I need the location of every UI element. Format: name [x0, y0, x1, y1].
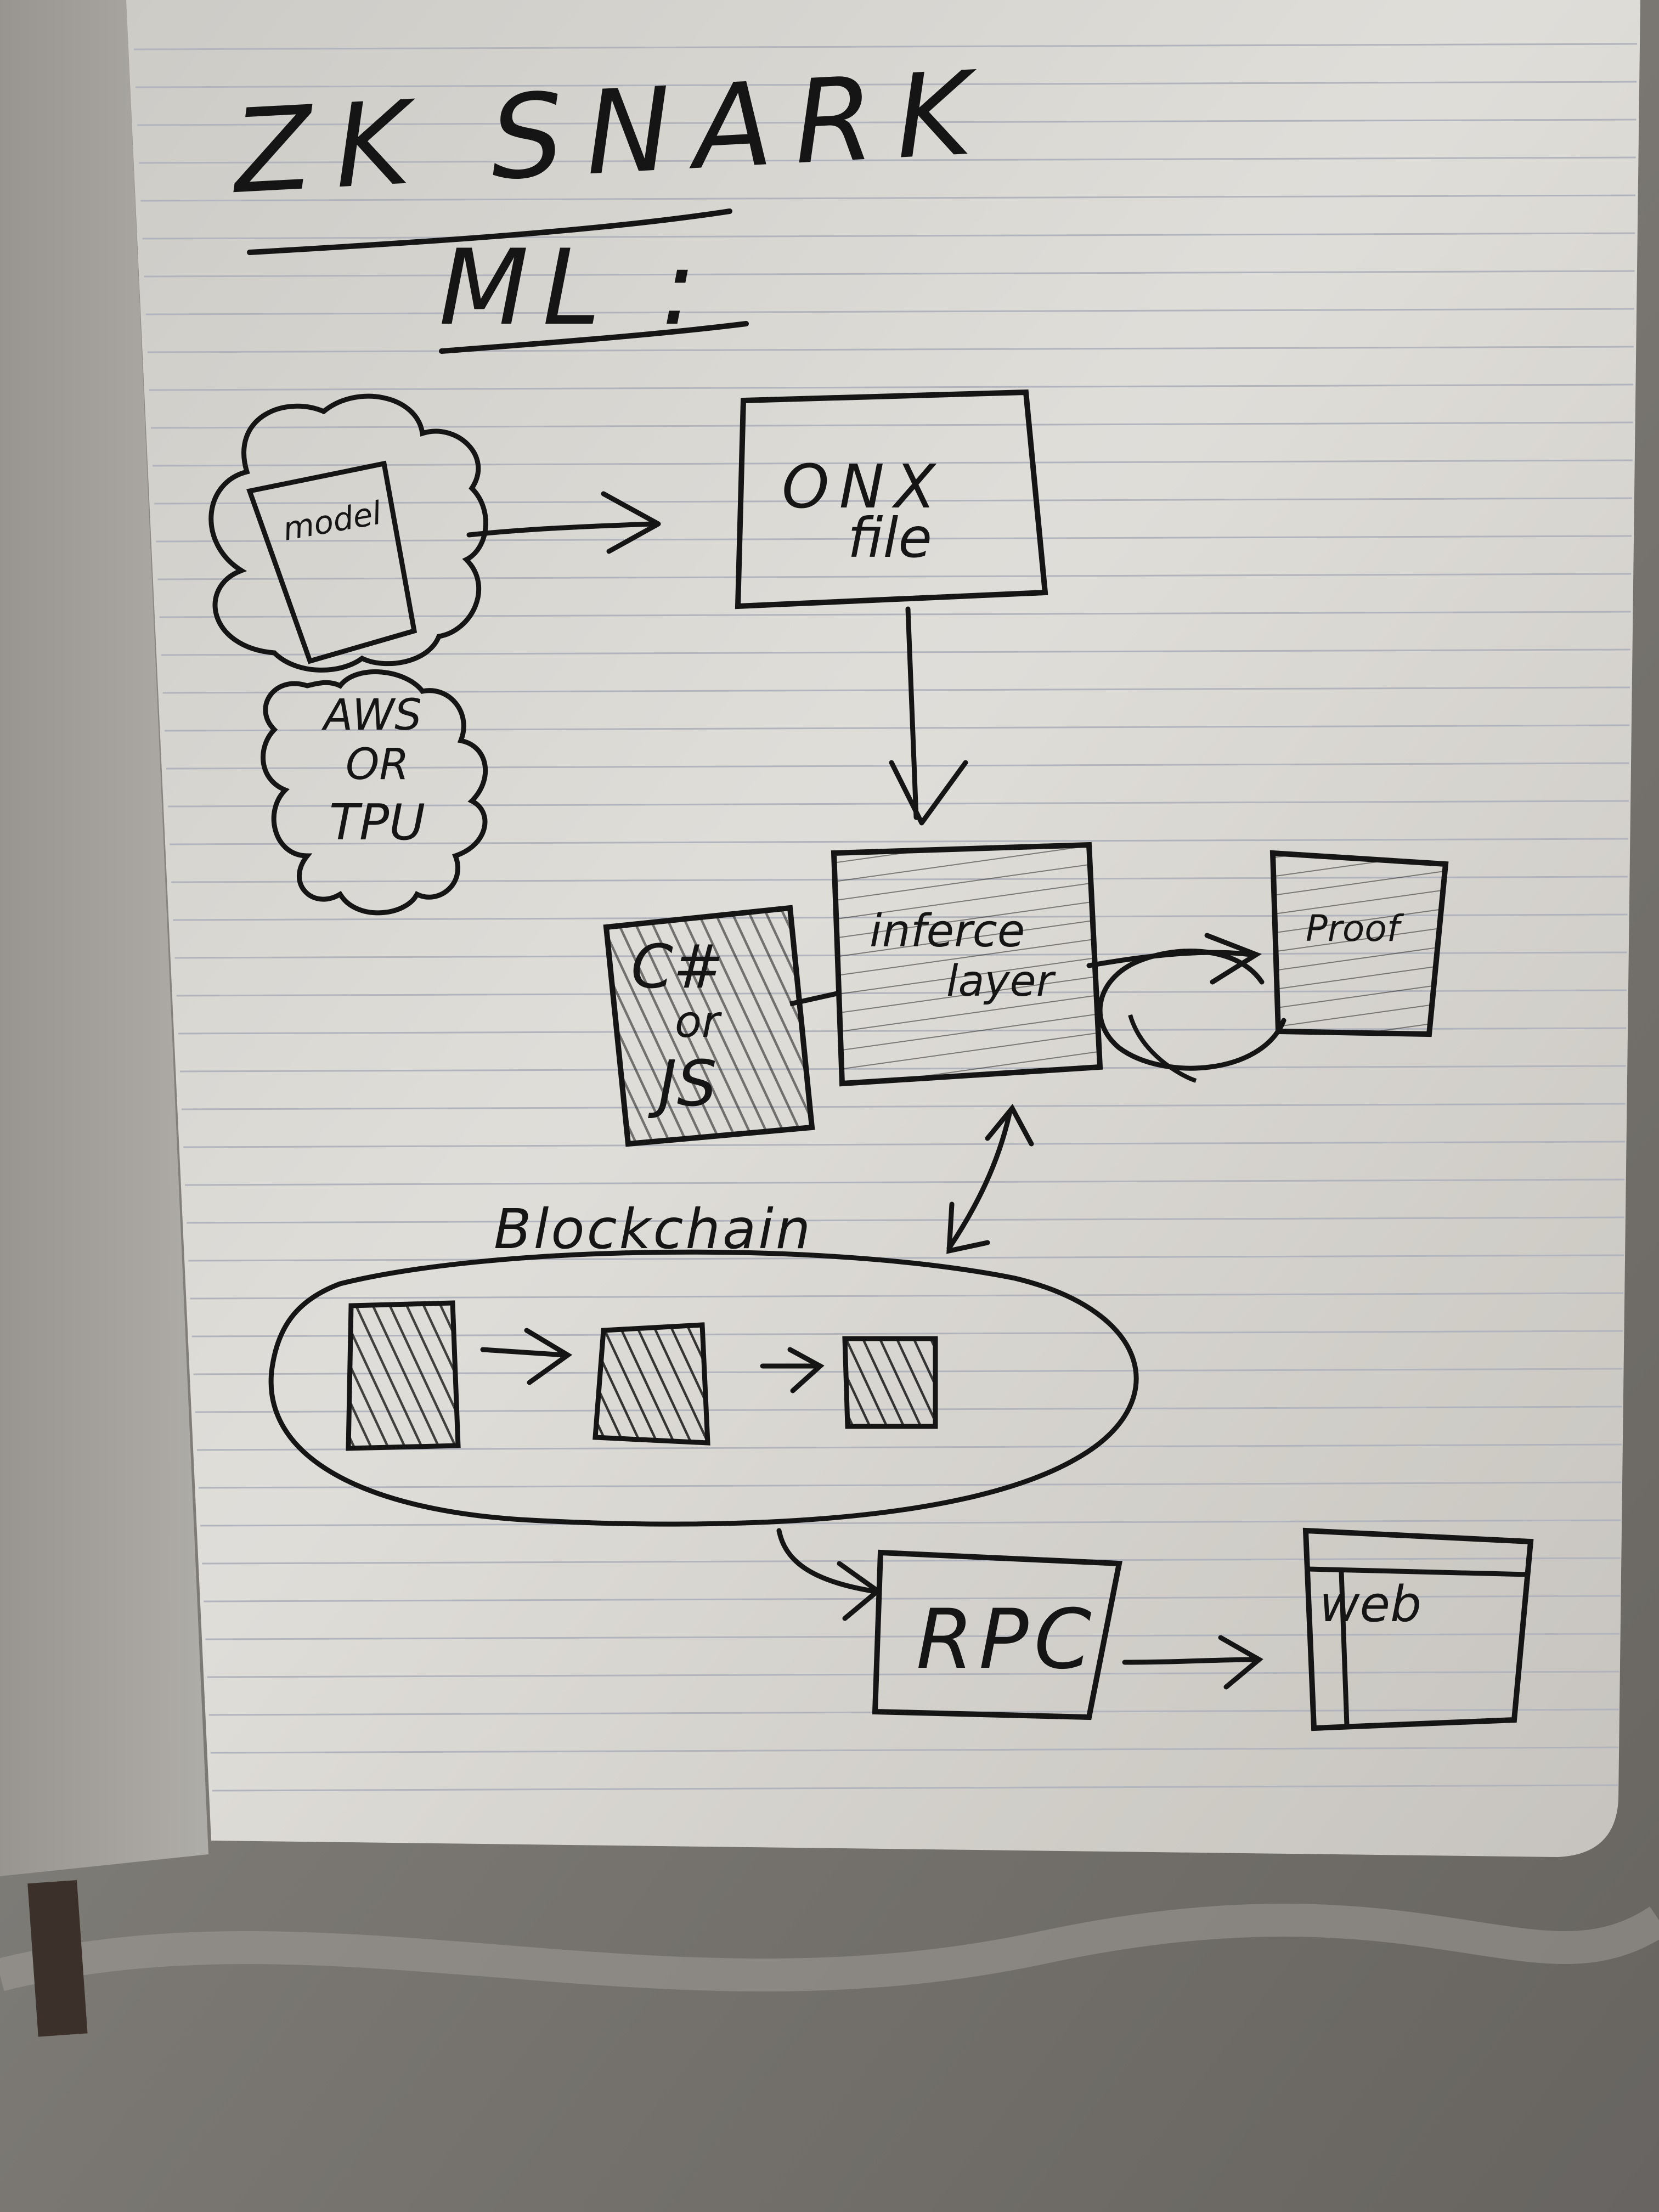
subtitle-text: ML : — [439, 227, 710, 348]
block-1 — [346, 1300, 461, 1451]
compute-aws: AWS — [321, 691, 422, 740]
proof-label: Proof — [1306, 907, 1404, 950]
ruled-line — [149, 383, 1634, 391]
ruled-line — [136, 81, 1637, 88]
cloth-fold — [0, 1904, 1659, 1991]
inference-fill — [834, 845, 1100, 1084]
ruled-line — [156, 535, 1632, 543]
ruled-line — [153, 459, 1633, 467]
onnx-label-line1: ONX — [782, 452, 945, 522]
inference-layer-node: inferce layer — [831, 842, 1103, 1087]
ruled-line — [134, 43, 1638, 50]
ruled-line — [199, 1481, 1622, 1489]
ruled-line — [154, 497, 1632, 505]
ruled-line — [145, 308, 1634, 315]
subtitle-underline — [439, 321, 749, 354]
inference-box — [831, 842, 1103, 1087]
title-underline — [247, 208, 732, 255]
onnx-box — [735, 389, 1048, 610]
ruled-line — [183, 1141, 1626, 1148]
ruled-line — [207, 1671, 1620, 1678]
ruled-line — [205, 1633, 1620, 1640]
cloud-outline — [208, 393, 488, 673]
ruled-line — [164, 724, 1630, 732]
language-js: JS — [648, 1047, 717, 1121]
title-block: ZK SNARK ML : — [228, 46, 997, 354]
ruled-line — [202, 1557, 1621, 1565]
rpc-box — [872, 1549, 1123, 1720]
bookmark-ribbon — [27, 1880, 88, 2037]
arrow-inference-blockchain — [946, 1103, 1034, 1254]
onnx-file-node: ONX file — [735, 389, 1048, 610]
ruled-line — [147, 346, 1634, 353]
connector-language-inference — [789, 990, 840, 1007]
ruled-line — [151, 421, 1633, 429]
rpc-label: RPC — [916, 1592, 1097, 1688]
block-3 — [842, 1336, 938, 1429]
block-arrow-2 — [760, 1347, 825, 1393]
compute-tpu: TPU — [329, 794, 425, 851]
proof-box — [1269, 850, 1449, 1037]
web-label: web — [1319, 1576, 1421, 1633]
model-box — [246, 460, 417, 664]
ruled-line — [190, 1292, 1623, 1300]
ruled-line — [204, 1595, 1620, 1602]
web-titlebar — [1308, 1566, 1528, 1577]
web-window — [1302, 1527, 1534, 1731]
proof-node: Proof — [1269, 850, 1449, 1037]
ruled-line — [181, 1103, 1626, 1110]
arrow-model-to-onnx — [466, 491, 661, 554]
ruled-line — [170, 838, 1629, 845]
inference-label-line1: inferce — [870, 905, 1025, 957]
ruled-line — [200, 1519, 1621, 1527]
onnx-label-line2: file — [848, 506, 932, 570]
ruled-line — [210, 1746, 1618, 1754]
proof-fill — [1273, 853, 1446, 1034]
arrow-onnx-to-inference — [889, 606, 968, 826]
ruled-line — [137, 119, 1637, 126]
blockchain-group: Blockchain — [268, 1197, 1139, 1527]
ruled-line — [166, 762, 1629, 770]
web-node: web — [1302, 1527, 1534, 1731]
compute-cloud-outline — [261, 669, 488, 916]
ruled-line — [139, 156, 1636, 164]
web-sidebar — [1339, 1571, 1350, 1726]
ruled-line — [140, 194, 1635, 202]
language-node: C# or JS — [603, 905, 840, 1147]
ruled-line — [159, 611, 1631, 618]
block-arrow-1 — [480, 1328, 573, 1385]
arrow-rpc-to-web — [1122, 1635, 1263, 1690]
ruled-line — [188, 1254, 1624, 1262]
inference-label-line2: layer — [946, 957, 1057, 1006]
compute-or: OR — [346, 740, 409, 789]
ruled-line — [161, 648, 1630, 656]
block-2 — [592, 1322, 710, 1446]
ruled-line — [212, 1784, 1618, 1792]
blockchain-ellipse — [268, 1249, 1139, 1527]
ruled-line — [185, 1178, 1625, 1186]
ruled-line — [196, 1443, 1622, 1451]
cloud-model-group: model — [208, 393, 488, 673]
language-or: or — [675, 996, 723, 1047]
ruled-line — [142, 232, 1635, 240]
rpc-node: RPC — [872, 1549, 1123, 1720]
ruled-line — [187, 1216, 1624, 1224]
language-box — [603, 905, 815, 1147]
language-fill — [606, 908, 812, 1144]
proof-cycle-arrows — [1086, 933, 1286, 1083]
ruled-line — [168, 800, 1629, 808]
ruled-line — [162, 686, 1630, 694]
language-csharp: C# — [631, 932, 724, 1002]
compute-cloud-group: AWS OR TPU — [261, 669, 488, 916]
left-page — [0, 0, 208, 1876]
ruled-line — [144, 270, 1635, 278]
